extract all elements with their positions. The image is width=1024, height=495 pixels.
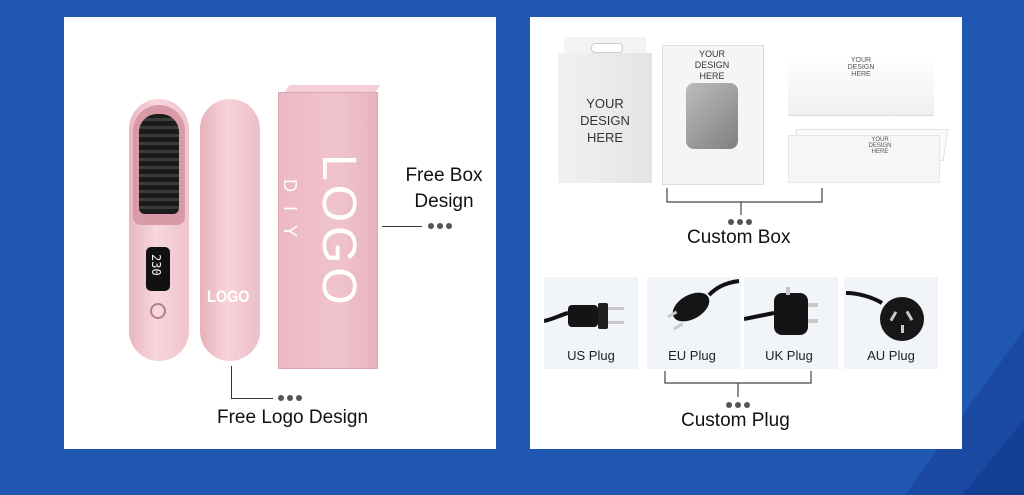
product-panel: 230 LOGO LOGO DIY Free Box Design Free L… xyxy=(64,17,496,449)
us-plug-icon xyxy=(544,303,624,329)
temperature-display: 230 xyxy=(146,247,170,291)
eu-plug-label: EU Plug xyxy=(668,348,716,363)
box-callout-line xyxy=(382,226,422,227)
custom-box-bracket xyxy=(666,188,823,215)
eu-plug-icon xyxy=(667,279,740,331)
us-plug-label: US Plug xyxy=(567,348,615,363)
hang-box-hole xyxy=(591,43,623,53)
box-diy-text: DIY xyxy=(280,179,300,252)
custom-box-dots xyxy=(728,219,752,225)
brush-back-image xyxy=(200,99,260,361)
custom-plug-label: Custom Plug xyxy=(681,410,790,431)
lid-box-image xyxy=(788,55,934,116)
free-logo-design-label: Free Logo Design xyxy=(217,407,369,428)
logo-callout-dots xyxy=(278,395,302,401)
drawer-box-image xyxy=(788,135,940,183)
brush-bristles xyxy=(139,114,179,214)
eu-plug-card xyxy=(647,277,741,369)
pink-box-image xyxy=(278,92,378,369)
custom-plug-dots xyxy=(726,402,750,408)
au-plug-icon xyxy=(845,291,924,341)
window-box-window xyxy=(686,83,738,149)
logo-callout-line-h xyxy=(231,398,273,399)
logo-callout-line-v xyxy=(231,366,232,398)
handle-logo-text: LOGO xyxy=(207,287,250,306)
uk-plug-icon xyxy=(744,287,818,335)
uk-plug-label: UK Plug xyxy=(765,348,813,363)
custom-box-label: Custom Box xyxy=(687,227,791,248)
box-logo-text: LOGO xyxy=(312,154,365,309)
au-plug-label: AU Plug xyxy=(867,348,915,363)
box-callout-dots xyxy=(428,223,452,229)
hang-box-image xyxy=(558,53,652,183)
custom-plug-bracket xyxy=(664,371,812,397)
free-box-design-label: Free Box Design xyxy=(405,165,483,212)
power-button-image xyxy=(150,303,166,319)
